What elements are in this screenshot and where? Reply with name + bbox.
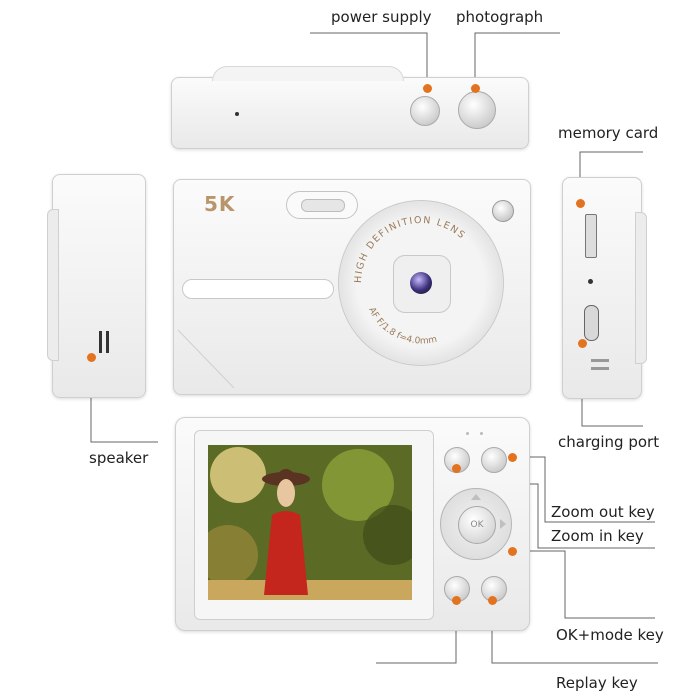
nav-up-arrow-icon[interactable] [471,494,481,500]
marker-photograph [471,84,480,93]
front-light-strip [182,279,334,299]
camera-right-side [562,177,647,399]
zoom-out-button[interactable] [481,447,507,473]
ok-button[interactable]: OK [458,506,496,544]
label-ok-mode-key: OK+mode key [556,626,664,644]
ok-button-label: OK [470,520,484,530]
marker-replay-key-left [452,596,461,605]
marker-charging-port [578,339,587,348]
front-bottom-bevel [177,329,235,389]
lcd-screen [208,445,412,600]
camera-front: 5K HIGH DEFINITION LENS AF F/1.8 f=4.0mm [173,179,531,395]
marker-speaker [87,353,96,362]
self-timer-lamp [492,200,514,222]
lens-assembly: HIGH DEFINITION LENS AF F/1.8 f=4.0mm [338,200,504,366]
speaker-grille [99,331,102,353]
marker-memory-card [576,199,585,208]
marker-power-supply [423,84,432,93]
preview-photo [208,445,412,600]
nav-pad[interactable]: OK [440,488,512,560]
marker-replay-key-right [488,596,497,605]
label-speaker: speaker [89,449,149,467]
marker-zoom-out-key [508,453,517,462]
label-power-supply: power supply [331,8,432,26]
label-zoom-out-key: Zoom out key [551,503,655,521]
left-side-lens-bump [47,209,59,361]
label-memory-card: memory card [558,124,659,142]
marker-zoom-in-key [452,464,461,473]
label-replay-key: Replay key [556,674,638,692]
lens-glass [410,272,432,294]
strap-loop [591,359,609,362]
power-button[interactable] [410,96,440,126]
label-zoom-in-key: Zoom in key [551,527,644,545]
right-side-lens-bump [635,212,647,364]
memory-card-slot[interactable] [585,214,597,258]
usb-c-port[interactable] [584,305,599,341]
label-photograph: photograph [456,8,544,26]
marker-ok-mode-key [508,547,517,556]
reset-hole [588,279,593,284]
nav-right-arrow-icon[interactable] [500,519,506,529]
indicator-leds [466,432,469,435]
shutter-button[interactable] [458,91,496,129]
top-mic-hole [235,112,239,116]
top-shutter-ridge [212,66,404,81]
brand-logo: 5K [204,192,236,216]
flash-window [286,191,358,219]
camera-left-side [47,174,146,398]
label-charging-port: charging port [558,433,660,451]
